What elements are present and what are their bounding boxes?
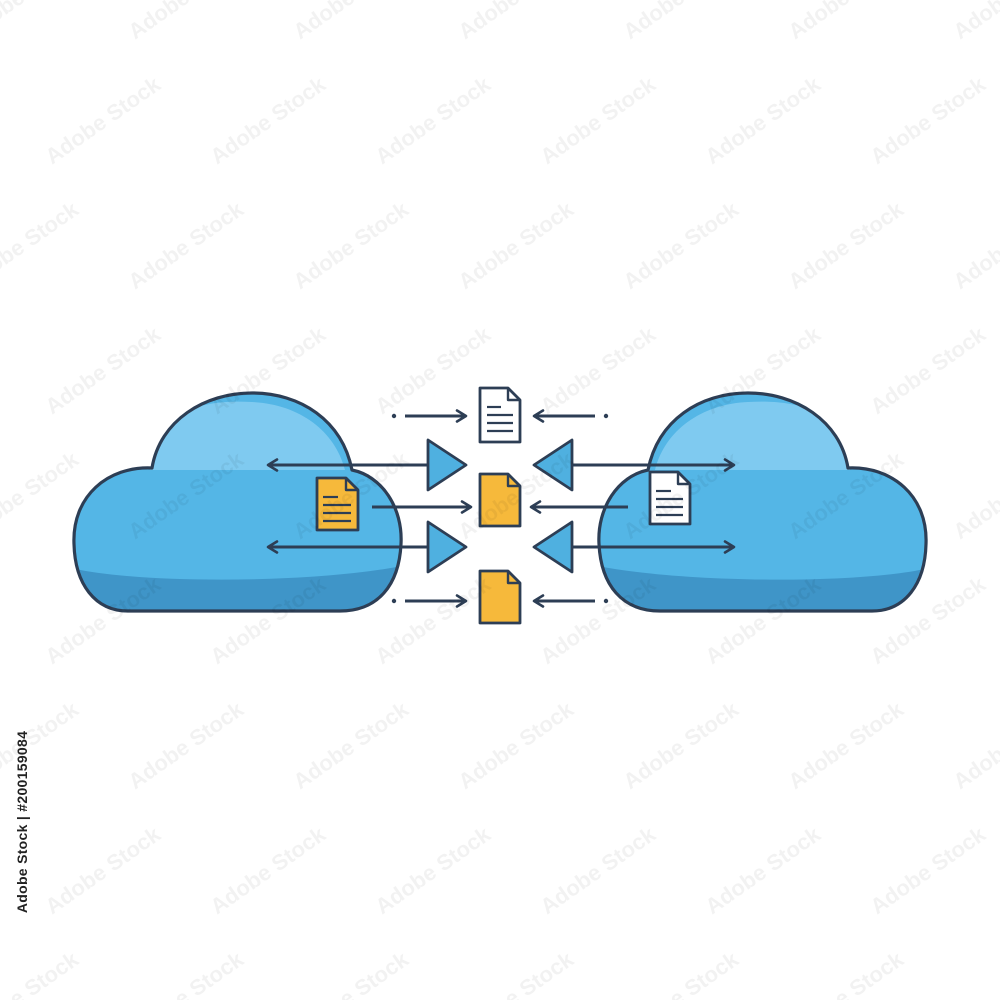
arrow-right-icon <box>391 409 468 423</box>
watermark-text: Adobe Stock <box>949 446 1000 544</box>
watermark-text: Adobe Stock <box>454 0 579 44</box>
arrow-right-icon <box>391 594 468 608</box>
arrow-left-icon <box>532 409 609 423</box>
watermark-text: Adobe Stock <box>371 71 496 169</box>
watermark-text: Adobe Stock <box>41 321 166 419</box>
watermark-text: Adobe Stock <box>206 71 331 169</box>
watermark-text: Adobe Stock <box>536 571 661 669</box>
triangle-play-icon <box>532 438 574 492</box>
watermark-text: Adobe Stock <box>536 71 661 169</box>
watermark-text: Adobe Stock <box>454 196 579 294</box>
triangle-play-icon <box>426 438 468 492</box>
document-icon <box>315 476 360 532</box>
watermark-text: Adobe Stock <box>949 946 1000 1000</box>
watermark-text: Adobe Stock <box>454 696 579 794</box>
stock-id-label: Adobe Stock | #200159084 <box>2 731 42 913</box>
watermark-text: Adobe Stock <box>784 0 909 44</box>
watermark-text: Adobe Stock <box>536 321 661 419</box>
watermark-text: Adobe Stock <box>619 0 744 44</box>
watermark-text: Adobe Stock <box>866 321 991 419</box>
watermark-text: Adobe Stock <box>949 0 1000 44</box>
document-icon <box>478 472 522 528</box>
watermark-text: Adobe Stock <box>784 946 909 1000</box>
watermark-text: Adobe Stock <box>371 821 496 919</box>
watermark-text: Adobe Stock <box>866 71 991 169</box>
document-icon <box>648 470 692 526</box>
watermark-text: Adobe Stock <box>289 196 414 294</box>
watermark-text: Adobe Stock <box>41 821 166 919</box>
watermark-text: Adobe Stock <box>536 821 661 919</box>
watermark-text: Adobe Stock <box>784 196 909 294</box>
document-icon <box>478 386 522 444</box>
watermark-text: Adobe Stock <box>289 946 414 1000</box>
left-cloud-icon <box>72 391 403 613</box>
triangle-play-icon <box>532 520 574 574</box>
triangle-play-icon <box>426 520 468 574</box>
watermark-text: Adobe Stock <box>454 946 579 1000</box>
watermark-text: Adobe Stock <box>206 821 331 919</box>
watermark-text: Adobe Stock <box>619 696 744 794</box>
document-icon <box>478 569 522 625</box>
watermark-text: Adobe Stock <box>0 446 84 544</box>
watermark-text: Adobe Stock <box>289 696 414 794</box>
watermark-text: Adobe Stock <box>619 946 744 1000</box>
watermark-text: Adobe Stock <box>0 0 84 44</box>
watermark-text: Adobe Stock <box>124 946 249 1000</box>
watermark-text: Adobe Stock <box>949 196 1000 294</box>
watermark-text: Adobe Stock <box>866 821 991 919</box>
watermark-text: Adobe Stock <box>784 696 909 794</box>
watermark-text: Adobe Stock <box>0 196 84 294</box>
watermark-text: Adobe Stock <box>619 196 744 294</box>
watermark-text: Adobe Stock <box>949 696 1000 794</box>
watermark-text: Adobe Stock <box>124 696 249 794</box>
right-cloud-icon <box>597 391 928 613</box>
watermark-text: Adobe Stock <box>371 321 496 419</box>
watermark-text: Adobe Stock <box>289 0 414 44</box>
watermark-text: Adobe Stock <box>41 71 166 169</box>
watermark-text: Adobe Stock <box>124 0 249 44</box>
stock-id-text: Adobe Stock | #200159084 <box>14 730 31 914</box>
watermark-text: Adobe Stock <box>0 946 84 1000</box>
watermark-text: Adobe Stock <box>701 71 826 169</box>
watermark-text: Adobe Stock <box>701 821 826 919</box>
arrow-left-icon <box>532 594 609 608</box>
watermark-text: Adobe Stock <box>124 196 249 294</box>
